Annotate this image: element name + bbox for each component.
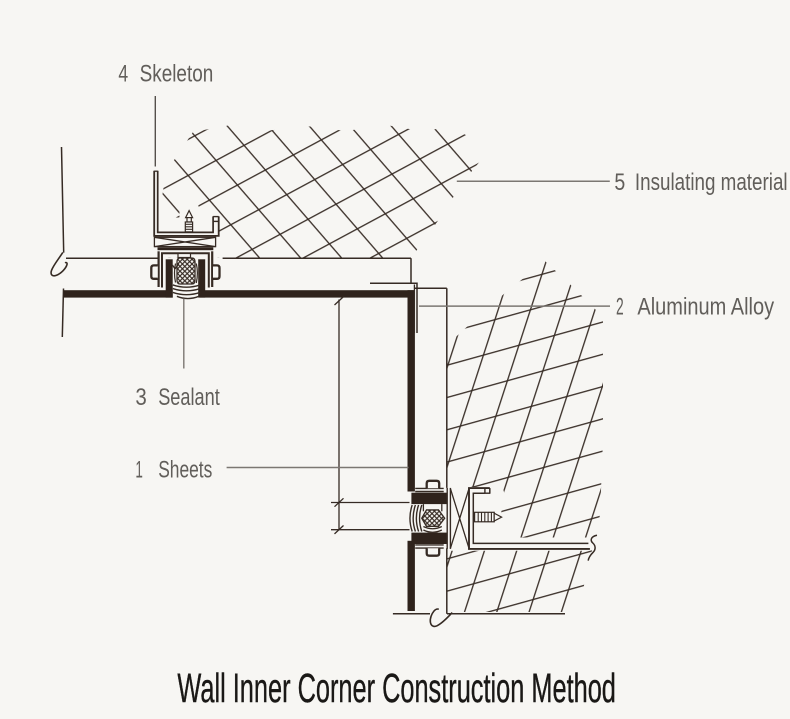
svg-text:2: 2 <box>616 293 624 320</box>
svg-text:4: 4 <box>118 60 128 87</box>
svg-text:Aluminum Alloy: Aluminum Alloy <box>637 293 774 320</box>
svg-text:Insulating material: Insulating material <box>635 169 788 196</box>
svg-text:1: 1 <box>135 457 143 484</box>
svg-text:Wall Inner Corner Construction: Wall Inner Corner Construction Method <box>177 665 616 711</box>
svg-text:5: 5 <box>614 169 625 196</box>
svg-text:Sealant: Sealant <box>158 384 220 411</box>
svg-text:3: 3 <box>135 384 146 411</box>
svg-text:Skeleton: Skeleton <box>140 60 214 87</box>
svg-text:Sheets: Sheets <box>158 457 212 484</box>
